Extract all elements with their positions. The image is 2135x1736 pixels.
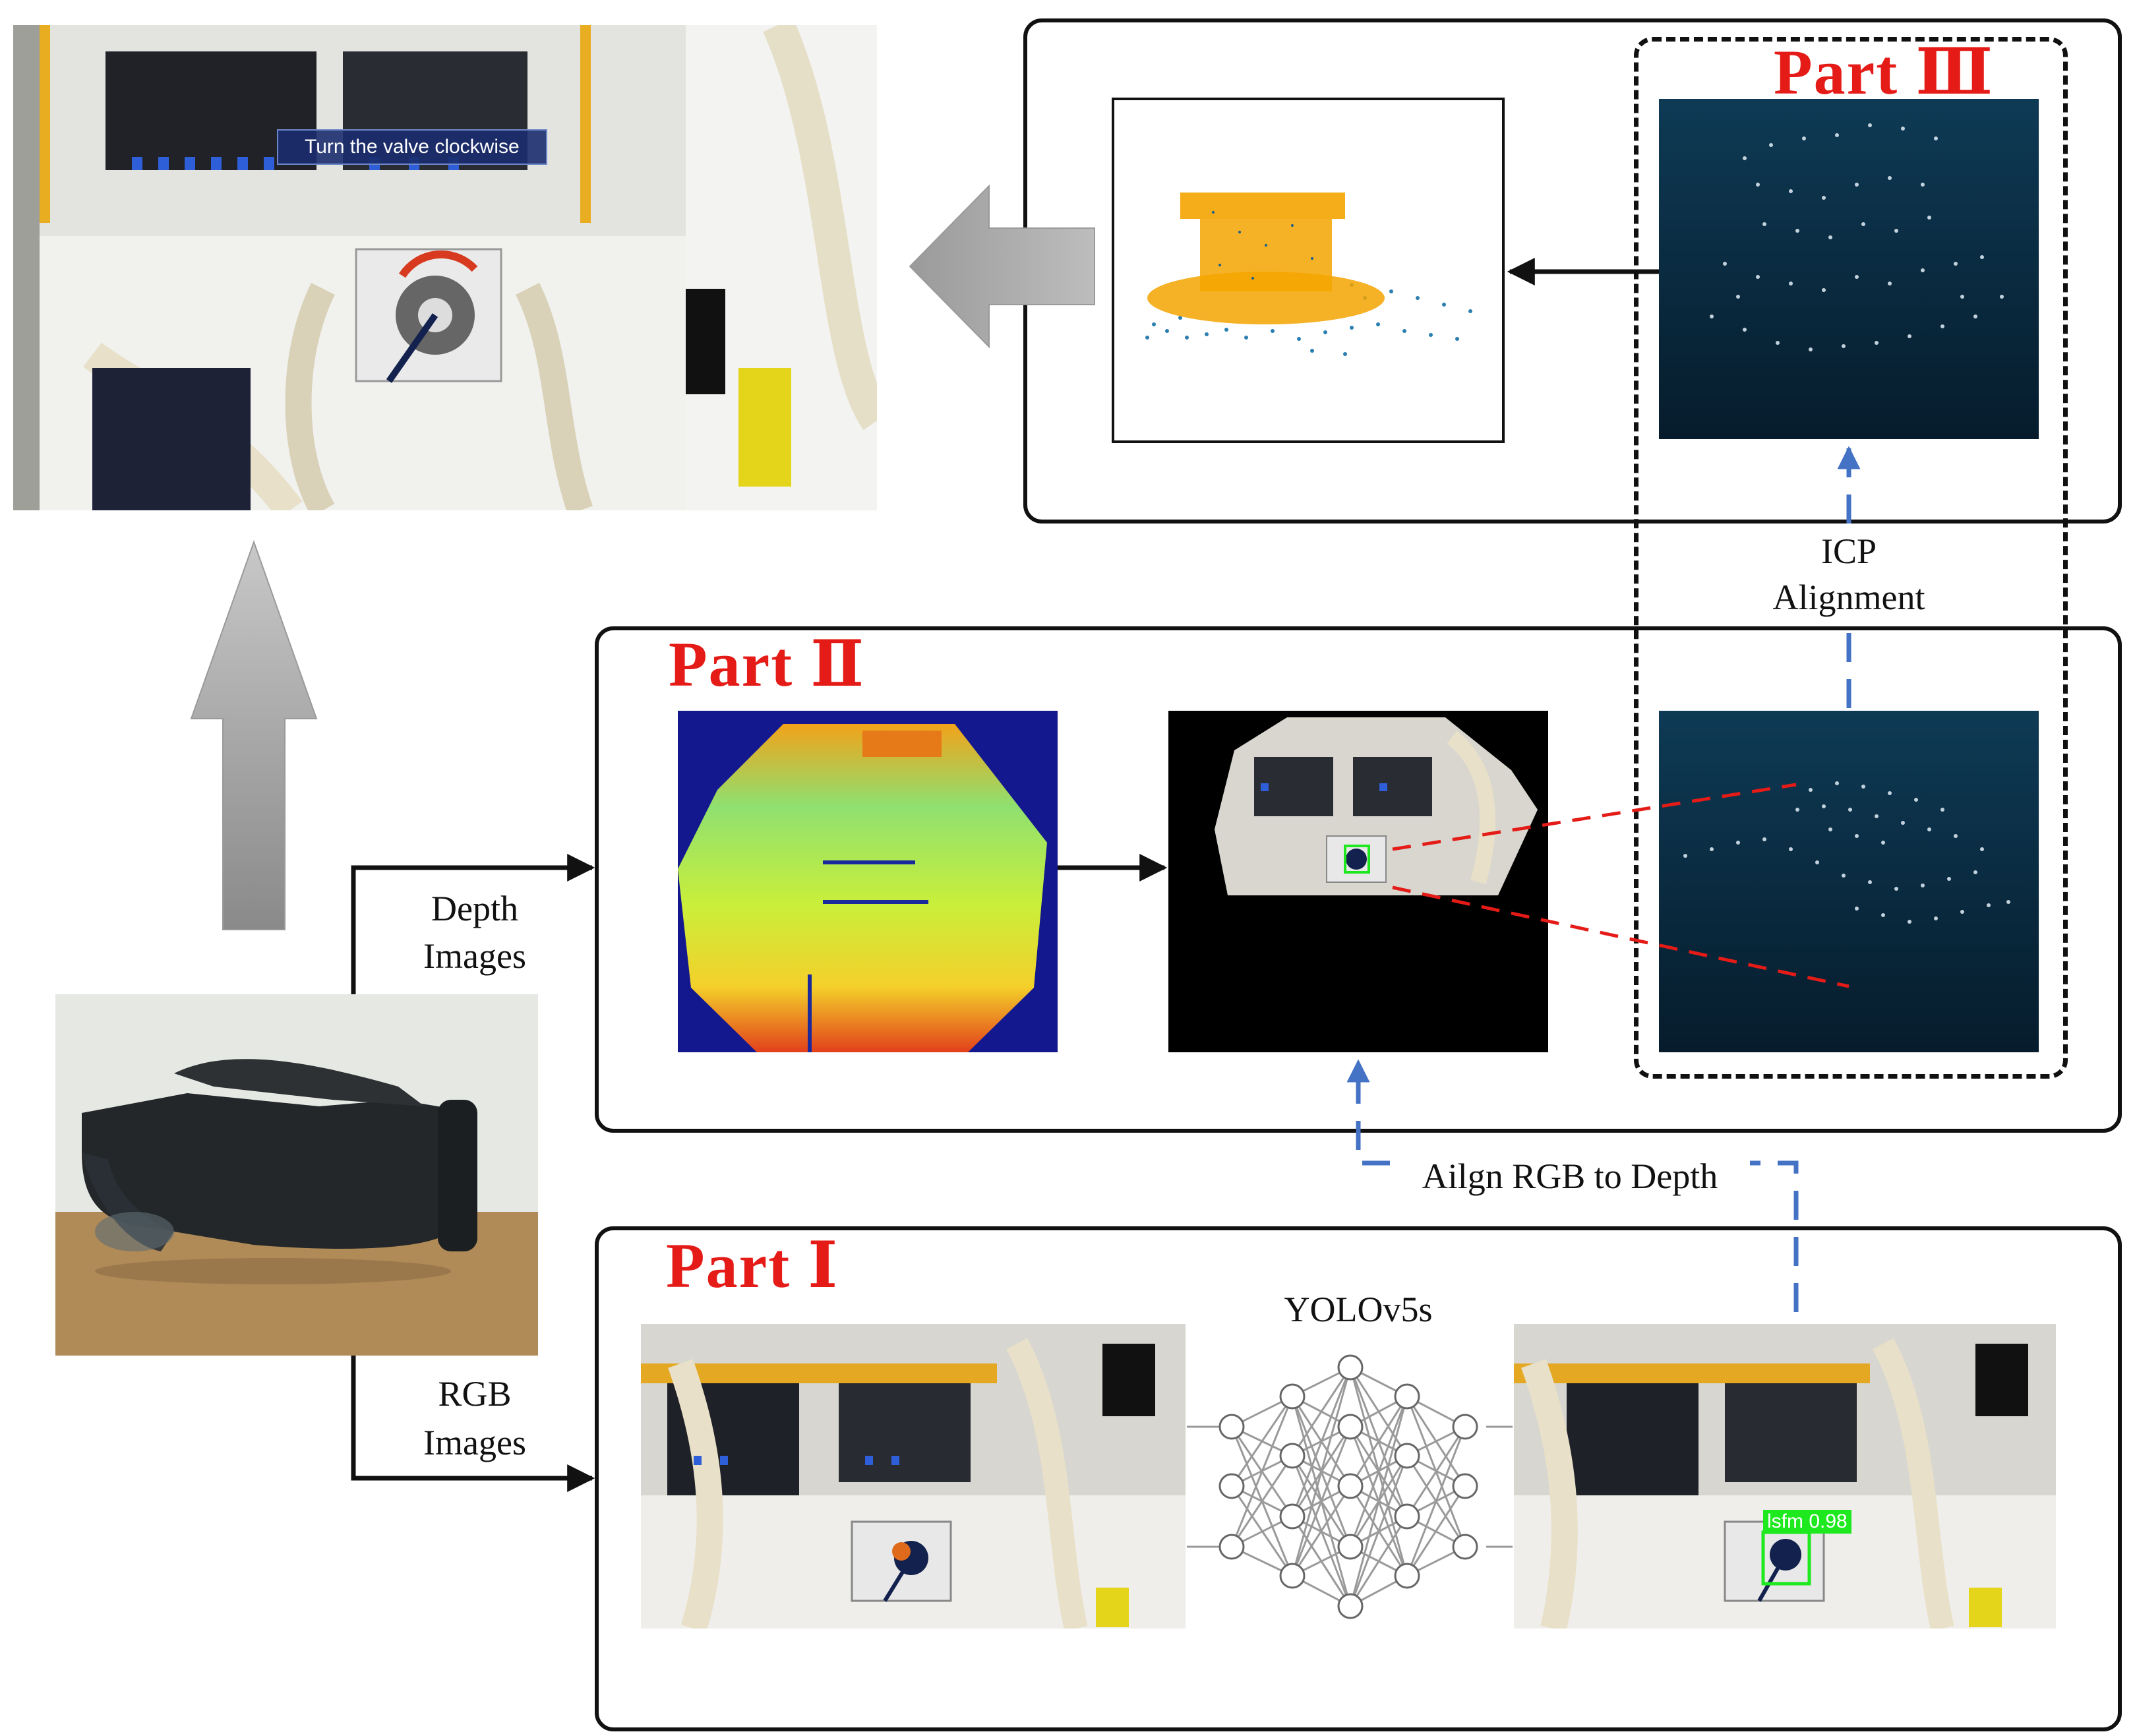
scene-pointcloud bbox=[1659, 711, 2039, 1052]
input-rgb-illustration bbox=[641, 1324, 1186, 1629]
hololens-device-photo bbox=[55, 994, 538, 1356]
alignment-label: Alignment bbox=[1742, 574, 1956, 621]
nn-node bbox=[1337, 1593, 1364, 1619]
nn-node bbox=[1452, 1534, 1478, 1560]
nn-node bbox=[1218, 1534, 1245, 1560]
nn-edge bbox=[1349, 1455, 1408, 1607]
arrow-rgb-images bbox=[351, 1356, 595, 1492]
nn-edge bbox=[1230, 1396, 1294, 1487]
ar-scene-illustration bbox=[13, 25, 877, 510]
nn-edge bbox=[1349, 1396, 1408, 1607]
nn-edge bbox=[1406, 1485, 1466, 1576]
ar-result-view: Turn the valve clockwise bbox=[13, 25, 877, 510]
hololens-illustration bbox=[55, 994, 538, 1356]
nn-node bbox=[1337, 1473, 1364, 1499]
input-rgb-image bbox=[641, 1324, 1186, 1629]
nn-node bbox=[1394, 1503, 1420, 1530]
big-left-arrow bbox=[909, 184, 1095, 349]
nn-node bbox=[1337, 1534, 1364, 1560]
nn-node bbox=[1218, 1414, 1245, 1440]
align-rgb-depth-dashed bbox=[1346, 1059, 1799, 1312]
nn-node bbox=[1279, 1563, 1306, 1589]
nn-node bbox=[1218, 1473, 1245, 1499]
nn-node bbox=[1452, 1414, 1478, 1440]
part3-title: Part Ⅲ bbox=[1774, 37, 1995, 107]
nn-edge bbox=[1291, 1426, 1352, 1576]
registered-pointcloud-plot bbox=[1145, 193, 1472, 356]
icp-label: ICP bbox=[1803, 527, 1895, 575]
rgb-on-depth-illustration bbox=[1215, 717, 1538, 895]
depth-images-label-2: Images bbox=[423, 936, 526, 976]
nn-edge bbox=[1406, 1426, 1466, 1576]
nn-node bbox=[1279, 1503, 1306, 1530]
red-dashed-bottom bbox=[1392, 885, 1849, 988]
detection-class: lsfm bbox=[1767, 1511, 1803, 1532]
align-rgb-depth-label: Ailgn RGB to Depth bbox=[1390, 1152, 1750, 1200]
nn-node bbox=[1394, 1383, 1420, 1410]
nn-edge bbox=[1349, 1516, 1408, 1607]
nn-node bbox=[1337, 1414, 1364, 1440]
scene-pointcloud-plot bbox=[1683, 781, 2010, 924]
nn-node bbox=[1394, 1443, 1420, 1469]
nn-node bbox=[1337, 1354, 1364, 1381]
registration-result-image bbox=[1112, 98, 1505, 443]
part2-title: Part Ⅱ bbox=[669, 629, 866, 700]
nn-edge bbox=[1291, 1485, 1352, 1576]
part1-title: Part Ⅰ bbox=[666, 1230, 839, 1301]
detection-label: lsfm 0.98 bbox=[1763, 1510, 1851, 1534]
big-up-arrow bbox=[190, 540, 318, 930]
rgb-images-label-2: Images bbox=[423, 1423, 526, 1462]
nn-edge bbox=[1349, 1396, 1408, 1487]
target-pointcloud-plot bbox=[1710, 123, 2004, 351]
yolo-label: YOLOv5s bbox=[1284, 1290, 1433, 1329]
nn-edge bbox=[1230, 1396, 1294, 1547]
nn-edge bbox=[1291, 1367, 1352, 1517]
target-model-pointcloud bbox=[1659, 99, 2039, 439]
nn-edge bbox=[1230, 1455, 1294, 1547]
rgb-images-label-1: RGB bbox=[438, 1374, 512, 1414]
yolo-nodes bbox=[1218, 1354, 1478, 1619]
depth-colormap-image bbox=[678, 711, 1058, 1052]
detection-result-image: lsfm 0.98 bbox=[1514, 1324, 2056, 1629]
nn-edge bbox=[1291, 1367, 1352, 1456]
arrow-depth-images bbox=[351, 854, 595, 994]
red-dashed-top bbox=[1392, 783, 1797, 851]
detection-score: 0.98 bbox=[1809, 1511, 1848, 1532]
nn-edge bbox=[1406, 1426, 1466, 1517]
rgb-on-depth-image bbox=[1168, 711, 1548, 1052]
nn-node bbox=[1279, 1383, 1306, 1410]
nn-edge bbox=[1349, 1396, 1408, 1547]
nn-node bbox=[1452, 1473, 1478, 1499]
nn-node bbox=[1279, 1443, 1306, 1469]
nn-node bbox=[1394, 1563, 1420, 1589]
depth-colormap-illustration bbox=[678, 724, 1047, 1052]
pointcloud-dashed-box bbox=[1634, 37, 2068, 1079]
depth-images-label-1: Depth bbox=[431, 889, 518, 928]
part1-panel bbox=[595, 1226, 2122, 1731]
nn-edge bbox=[1291, 1367, 1352, 1576]
ar-instruction-tooltip: Turn the valve clockwise bbox=[277, 129, 547, 165]
